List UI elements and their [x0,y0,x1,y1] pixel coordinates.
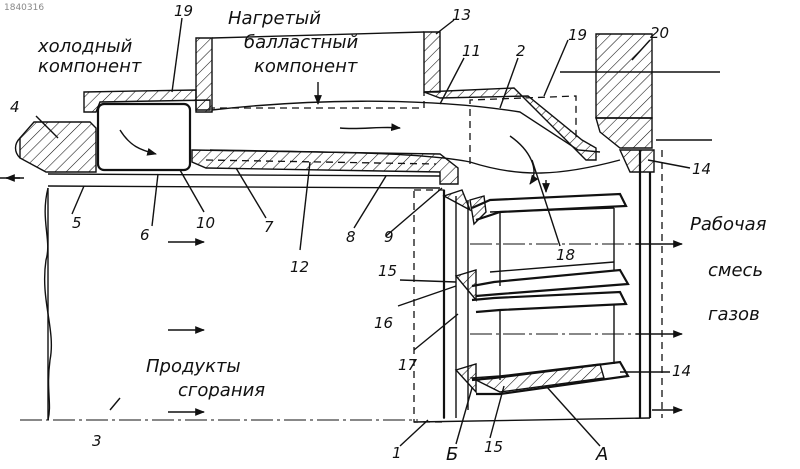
svg-text:Продукты: Продукты [146,356,241,377]
ref-3: 3 [92,432,102,450]
ref-12: 12 [290,258,309,276]
ref-14-bottom: 14 [672,362,691,380]
ref-15-left: 15 [378,262,397,280]
ref-14-top: 14 [692,160,711,178]
svg-text:сгорания: сгорания [178,380,265,401]
ref-17: 17 [398,356,418,374]
ref-5: 5 [72,214,82,232]
ref-13: 13 [452,6,471,24]
housing-19 [84,88,652,160]
ref-10: 10 [196,214,215,232]
ref-19-right: 19 [568,26,587,44]
ref-7: 7 [264,218,274,236]
svg-text:компонент: компонент [254,56,358,77]
ref-1: 1 [392,444,402,462]
svg-text:смесь: смесь [708,260,763,281]
svg-text:компонент: компонент [38,56,142,77]
archive-stamp: 1840316 [4,3,44,13]
swirlers-16 [444,190,476,392]
ref-19-top: 19 [174,2,193,20]
ref-B: Б [446,444,458,465]
ref-6: 6 [140,226,150,244]
nozzle-upper [470,194,660,296]
svg-text:Нагретый: Нагретый [228,8,321,29]
flow-arrows [6,82,682,412]
svg-text:холодный: холодный [37,36,133,57]
cold-inlet-10 [98,104,190,170]
nozzle-lower [470,292,660,394]
ref-11: 11 [462,42,481,60]
ref-20: 20 [650,24,669,42]
ref-15-bottom: 15 [484,438,503,456]
ref-18: 18 [556,246,575,264]
housing-4 [16,122,97,172]
ref-8: 8 [346,228,356,246]
ref-16: 16 [374,314,393,332]
label-working-mix: Рабочая смесь газов [690,214,767,325]
label-hot-ballast: Нагретый балластный компонент [228,8,359,77]
svg-text:балластный: балластный [244,32,359,53]
svg-text:газов: газов [708,304,760,325]
label-cold-component: холодный компонент [37,36,142,77]
label-combustion-products: Продукты сгорания [146,356,265,401]
ref-A: A [595,444,608,465]
ref-4: 4 [10,98,20,116]
svg-text:Рабочая: Рабочая [690,214,767,235]
ref-9: 9 [384,228,394,246]
ref-2: 2 [516,42,526,60]
